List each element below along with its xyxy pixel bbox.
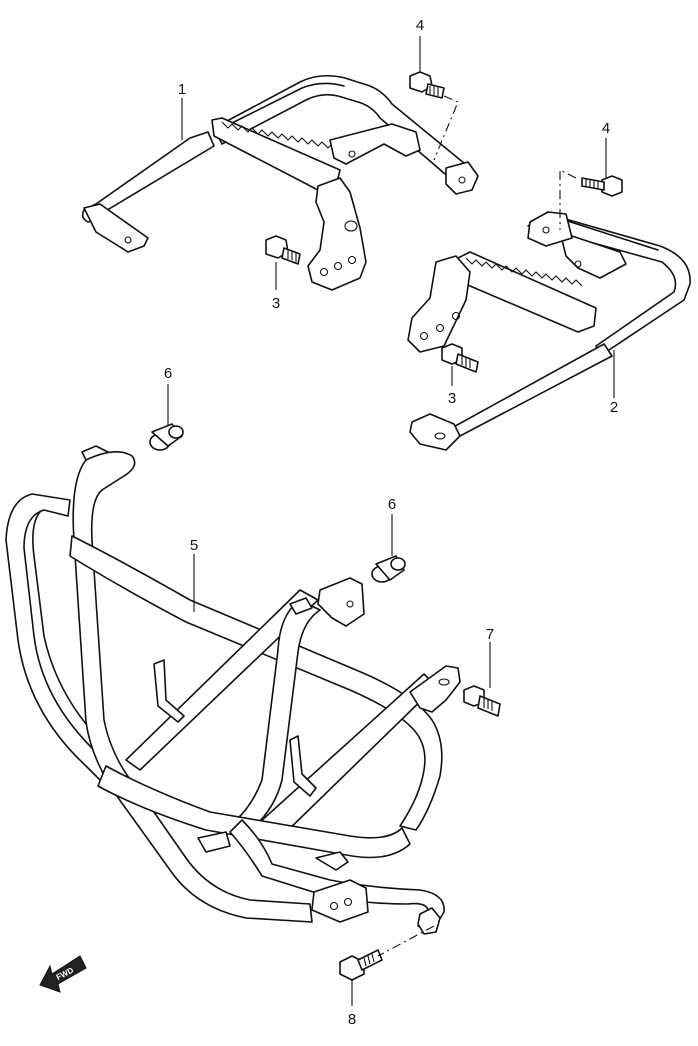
fwd-arrow-icon: FWD <box>39 955 87 993</box>
callout-5: 5 <box>189 537 199 554</box>
callout-8: 8 <box>347 1011 357 1028</box>
callout-4a: 4 <box>415 17 425 34</box>
bolt-8 <box>339 949 383 981</box>
bolt-7 <box>463 685 501 717</box>
grommet-6b <box>371 555 406 583</box>
callout-3b: 3 <box>447 390 457 407</box>
front-guard-part <box>5 445 461 935</box>
footrest-right-part <box>407 211 691 451</box>
grommet-6a <box>149 423 184 451</box>
callout-2: 2 <box>609 399 619 416</box>
callout-3a: 3 <box>271 295 281 312</box>
bolt-4a <box>409 71 445 99</box>
bolt-4b <box>581 175 623 197</box>
callout-6a: 6 <box>163 365 173 382</box>
callout-4b: 4 <box>601 120 611 137</box>
bolt-3b <box>441 343 479 373</box>
callout-1: 1 <box>177 81 187 98</box>
assembly-lines <box>377 95 577 957</box>
bolt-3a <box>265 235 301 265</box>
footrest-left-part <box>81 74 479 291</box>
leader-lines <box>167 36 615 1006</box>
callout-6b: 6 <box>387 496 397 513</box>
callout-7: 7 <box>485 626 495 643</box>
